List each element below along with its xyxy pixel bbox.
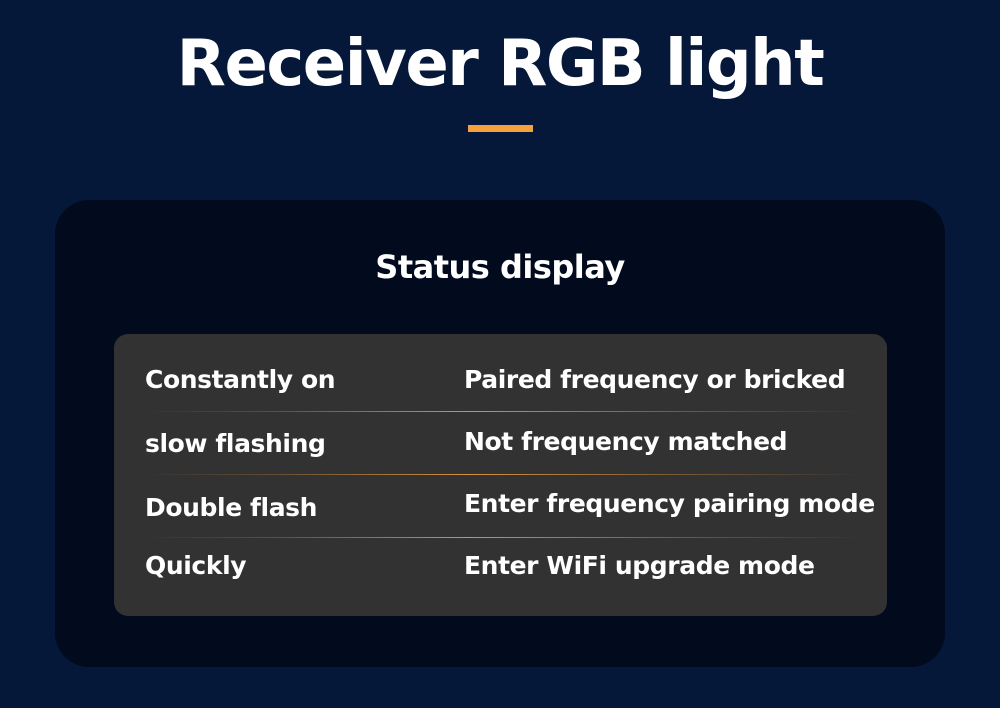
status-state: Double flash	[145, 493, 318, 522]
row-divider	[145, 411, 862, 412]
status-card-title: Status display	[375, 248, 625, 286]
status-table: Constantly on Paired frequency or bricke…	[114, 334, 887, 616]
title-accent-bar	[468, 125, 533, 132]
row-divider	[145, 474, 862, 475]
table-row: Constantly on Paired frequency or bricke…	[114, 360, 887, 400]
table-row: slow flashing Not frequency matched	[114, 424, 887, 464]
status-meaning: Not frequency matched	[464, 427, 788, 456]
status-meaning: Paired frequency or bricked	[464, 365, 846, 394]
status-state: Constantly on	[145, 365, 336, 394]
page-title: Receiver RGB light	[176, 27, 825, 101]
row-divider	[145, 537, 862, 538]
status-meaning: Enter frequency pairing mode	[464, 489, 875, 518]
table-row: Quickly Enter WiFi upgrade mode	[114, 546, 887, 586]
status-card: Status display Constantly on Paired freq…	[55, 200, 945, 667]
status-state: slow flashing	[145, 429, 326, 458]
status-meaning: Enter WiFi upgrade mode	[464, 551, 815, 580]
status-state: Quickly	[145, 551, 247, 580]
table-row: Double flash Enter frequency pairing mod…	[114, 487, 887, 527]
